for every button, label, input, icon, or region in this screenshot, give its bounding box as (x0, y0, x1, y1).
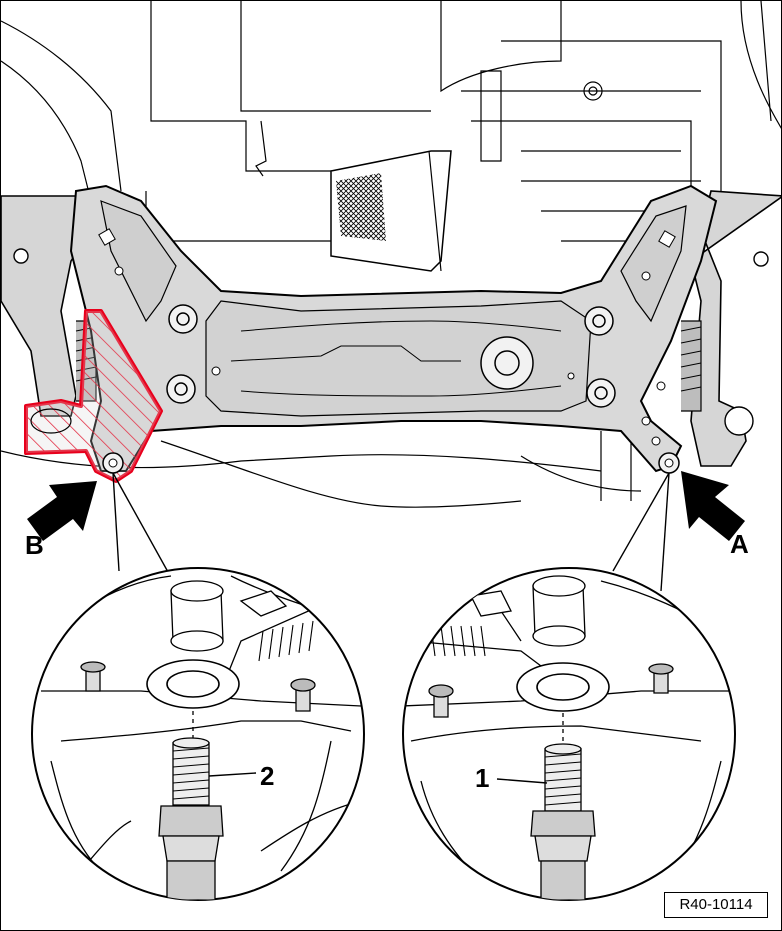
detail-circle-right (402, 567, 736, 901)
zoom-lines (112, 472, 670, 592)
subframe (69, 184, 718, 474)
part-1-label: 1 (475, 763, 490, 793)
arrow-b-label: B (25, 530, 44, 560)
part-2-label: 2 (260, 761, 275, 791)
detail-circle-left (31, 567, 365, 901)
figure-id-box: R40-10114 (664, 892, 768, 918)
arrow-a-label: A (730, 529, 749, 559)
arrow-b (27, 481, 97, 541)
arrow-a (681, 471, 745, 541)
transmission-pan (330, 150, 452, 272)
highlighted-area-b (24, 309, 163, 483)
